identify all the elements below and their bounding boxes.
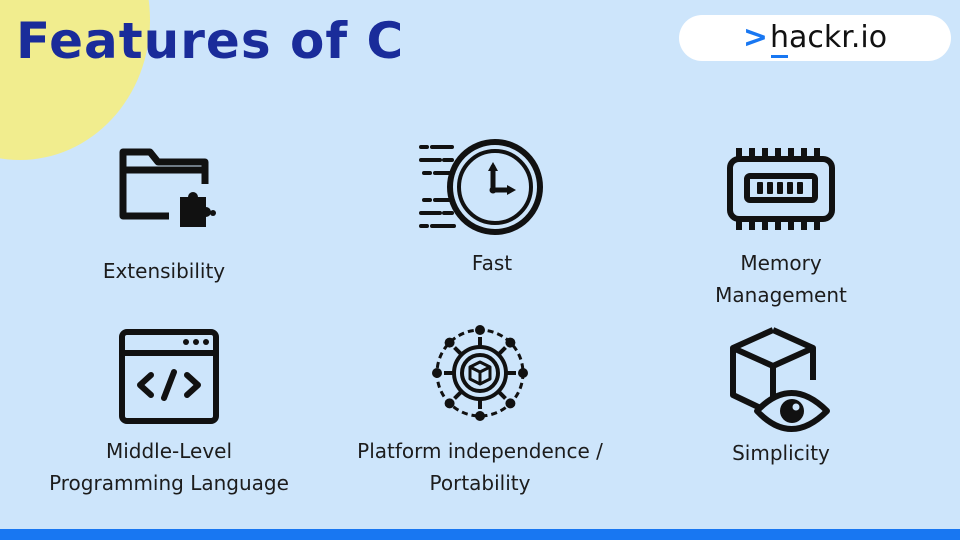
feature-label: Fast xyxy=(471,251,513,275)
logo-wordmark: ackr.io xyxy=(789,20,888,55)
bottom-bar xyxy=(0,529,960,540)
network-cube-icon xyxy=(432,325,528,421)
feature-label: Management xyxy=(715,283,847,307)
feature-middle-level-language: Middle-Level Programming Language xyxy=(19,325,319,505)
feature-extensibility: Extensibility xyxy=(14,140,314,320)
feature-label: Simplicity xyxy=(732,441,830,465)
code-window-icon xyxy=(119,329,219,424)
feature-fast: Fast xyxy=(342,139,642,320)
feature-label: Middle-Level xyxy=(105,439,233,463)
feature-label: Programming Language xyxy=(49,471,289,495)
folder-puzzle-icon xyxy=(119,148,216,227)
page-title: Features of C xyxy=(16,12,405,70)
logo-first-letter: h xyxy=(770,20,790,58)
feature-label: Extensibility xyxy=(102,259,226,283)
logo-chevron: > xyxy=(742,20,769,55)
feature-portability: Platform independence / Portability xyxy=(330,325,630,505)
hackr-logo[interactable]: > h ackr.io xyxy=(679,15,951,61)
cube-eye-icon xyxy=(730,327,830,432)
feature-label: Platform independence / xyxy=(357,439,603,463)
feature-label: Memory xyxy=(740,251,822,275)
feature-memory-management: Memory Management xyxy=(631,140,931,320)
stopwatch-speed-icon xyxy=(419,139,543,235)
memory-chip-icon xyxy=(727,148,835,230)
feature-simplicity: Simplicity xyxy=(631,325,931,505)
feature-label: Portability xyxy=(429,471,531,495)
